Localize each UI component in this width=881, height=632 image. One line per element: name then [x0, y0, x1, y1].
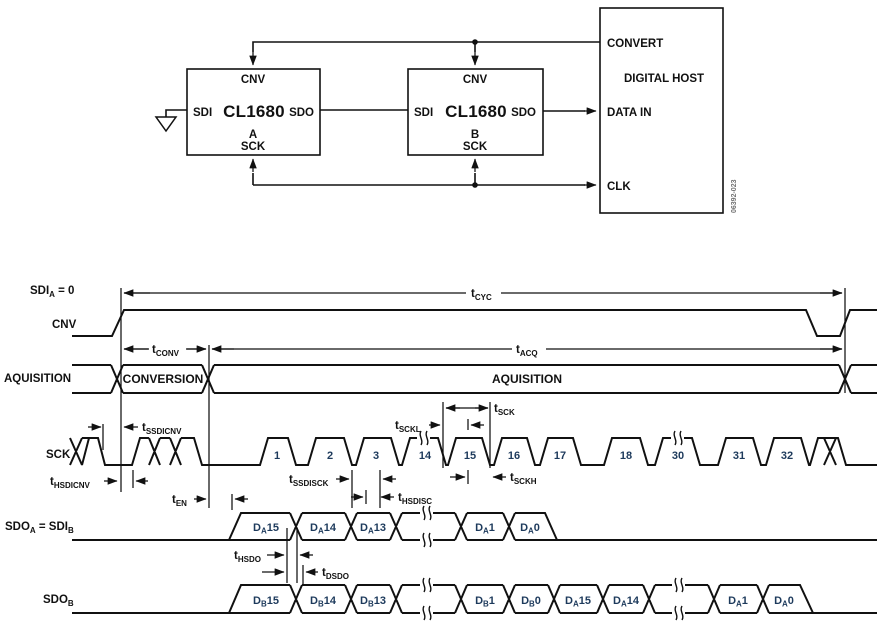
sdob-bit-label: DB13	[360, 595, 386, 609]
host-title: DIGITAL HOST	[624, 73, 704, 85]
signal-label-sdoa: SDOA = SDIB	[5, 521, 74, 535]
sck-pulse-number: 17	[554, 450, 566, 462]
label-t-sck: tSCK	[494, 403, 515, 417]
phase-conversion: CONVERSION	[123, 372, 204, 386]
sdoa-bit-label: DA13	[360, 522, 386, 536]
digital-host-box	[599, 7, 724, 214]
acquisition-bus-waveform	[72, 364, 877, 394]
label-t-ssdisck: tSSDISCK	[289, 474, 329, 488]
break-mark-sdob2-top	[671, 577, 686, 593]
sdob-bit-label: DA14	[613, 595, 640, 609]
sck-pulse-number: 3	[373, 450, 379, 462]
label-t-sckl: tSCKL	[395, 420, 421, 434]
t-conv-label-bg	[149, 342, 187, 355]
chip-b-pin-sdo: SDO	[511, 107, 536, 119]
sdoa-bit-label: DA15	[253, 522, 279, 536]
signal-label-acquisition: AQUISITION	[4, 373, 71, 385]
sck-pulse-number: 16	[508, 450, 520, 462]
label-t-en: tEN	[172, 494, 187, 508]
sck-pulse-number: 15	[464, 450, 476, 462]
signal-label-sdob: SDOB	[43, 594, 74, 608]
sdoa-bit-label: DA1	[475, 522, 495, 536]
t-acq-label-bg	[512, 342, 546, 355]
label-t-acq: tACQ	[516, 344, 538, 358]
break-mark-sdoa-top	[419, 505, 434, 521]
sdoa-bit-label: DA14	[310, 522, 337, 536]
sdob-bit-label: DA15	[565, 595, 591, 609]
label-t-hsdisc: tHSDISC	[398, 492, 432, 506]
signal-label-cnv: CNV	[52, 319, 77, 331]
label-t-ssdicnv: tSSDICNV	[142, 422, 182, 436]
chip-a-unit: A	[249, 129, 257, 141]
sck-pulse-number: 31	[733, 450, 745, 462]
clk-wire	[252, 173, 585, 186]
convert-wire	[252, 41, 600, 52]
sdob-bit-label: DB15	[253, 595, 279, 609]
chip-a-part-number: CL1680	[223, 102, 285, 121]
sdob-bit-label: DA1	[728, 595, 748, 609]
signal-label-sdia: SDIA = 0	[30, 285, 74, 299]
host-port-clk: CLK	[607, 181, 631, 193]
reference-lines	[120, 288, 846, 508]
label-t-hsdo: tHSDO	[234, 550, 261, 564]
host-port-convert: CONVERT	[607, 38, 663, 50]
chip-a-pin-sdi: SDI	[193, 107, 212, 119]
phase-aquisition: AQUISITION	[492, 372, 562, 386]
chip-b-pin-sdi: SDI	[414, 107, 433, 119]
chip-a-pin-cnv: CNV	[241, 74, 266, 86]
convert-junction-dot	[472, 39, 478, 45]
chip-b-box	[407, 68, 544, 156]
t-cyc-label-bg	[466, 286, 501, 299]
sdob-bit-label: DB0	[521, 595, 541, 609]
chip-b-part-number: CL1680	[445, 102, 507, 121]
ground-icon	[154, 116, 178, 133]
break-mark-sck-30	[670, 430, 685, 446]
label-t-sckh: tSCKH	[510, 472, 537, 486]
host-port-data-in: DATA IN	[607, 107, 652, 119]
sck-pulse-number: 18	[620, 450, 632, 462]
sck-pulse-number: 30	[672, 450, 684, 462]
sck-waveform	[69, 437, 877, 466]
signal-label-sck: SCK	[46, 449, 71, 461]
chip-b-unit: B	[471, 129, 479, 141]
chip-a-pin-sck: SCK	[241, 141, 266, 153]
label-t-cyc: tCYC	[471, 288, 492, 302]
chip-b-pin-sck: SCK	[463, 141, 488, 153]
break-mark-sdob2-bottom	[671, 605, 686, 621]
break-mark-sdob1-top	[419, 577, 434, 593]
break-mark-sdoa-bottom	[419, 532, 434, 548]
sdoa-bit-label: DA0	[520, 522, 540, 536]
sck-pulse-number: 32	[781, 450, 793, 462]
sdob-bit-label: DB14	[310, 595, 337, 609]
ground-wire	[165, 109, 187, 117]
label-t-dsdo: tDSDO	[322, 567, 349, 581]
sck-pulse-number: 1	[274, 450, 280, 462]
sdob-bit-label: DA0	[774, 595, 794, 609]
block-diagram: CNV SDI CL1680 SDO A SCK CNV SDI CL1680 …	[154, 7, 738, 214]
sck-pulse-number: 2	[327, 450, 333, 462]
figure-code: 06392-023	[731, 179, 738, 213]
chip-a-pin-sdo: SDO	[289, 107, 314, 119]
label-t-hsdicnv: tHSDICNV	[50, 476, 91, 490]
chip-b-pin-cnv: CNV	[463, 74, 488, 86]
chip-a-box	[186, 68, 321, 156]
break-mark-sdob1-bottom	[419, 605, 434, 621]
sdob-bit-label: DB1	[475, 595, 495, 609]
dimension-ticks	[102, 402, 491, 585]
clk-junction-dot	[472, 182, 478, 188]
cnv-waveform	[72, 309, 877, 337]
label-t-conv: tCONV	[152, 344, 180, 358]
sck-pulse-number: 14	[419, 450, 432, 462]
timing-diagram: SDIA = 0 CNV AQUISITION SCK SDOA = SDIB …	[4, 285, 877, 621]
